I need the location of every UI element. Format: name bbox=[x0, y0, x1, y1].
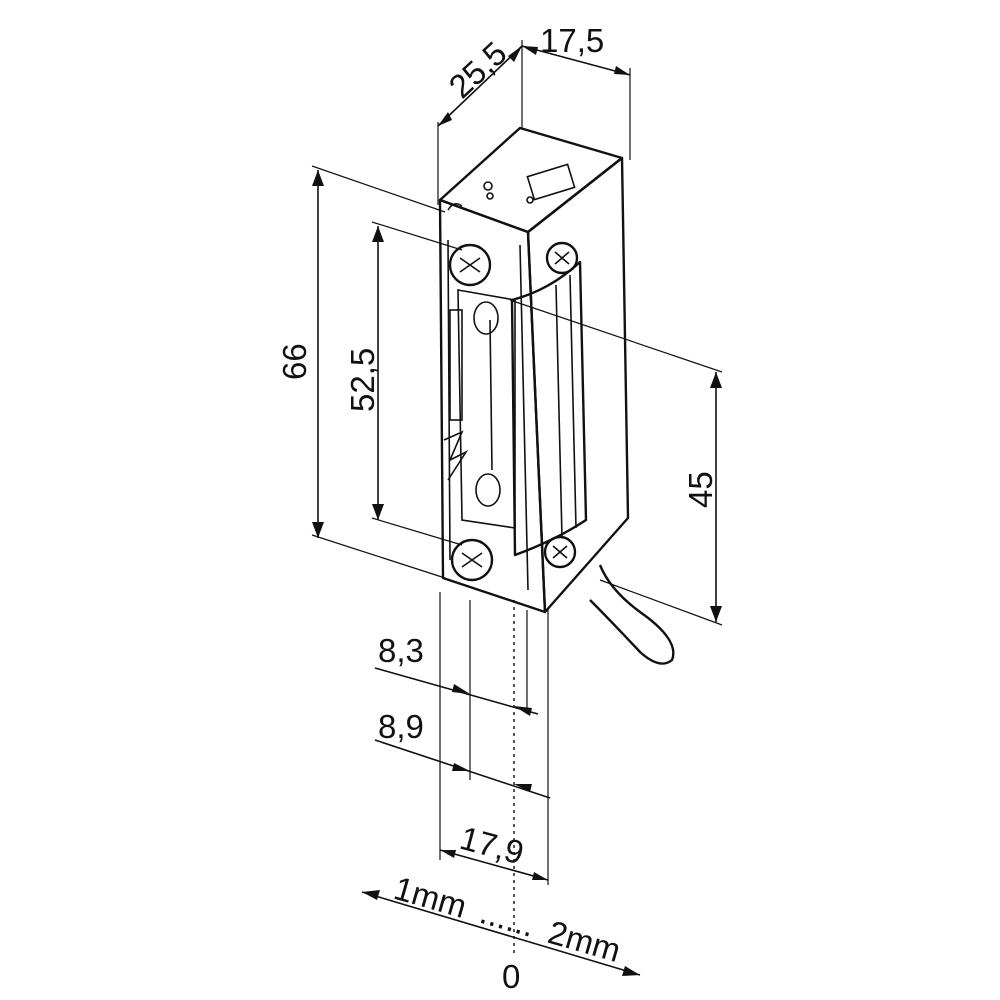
inner-cavity bbox=[457, 289, 516, 529]
top-slot bbox=[526, 163, 576, 201]
dimension-total-height: 66 bbox=[276, 165, 446, 579]
adjustment-range: 1mm ...... 2mm 0 bbox=[361, 869, 641, 995]
latch-edge-1 bbox=[569, 274, 577, 529]
front-width-label: 17,9 bbox=[456, 819, 528, 871]
dimension-latch-height: 45 bbox=[509, 299, 723, 626]
total-height-label: 66 bbox=[276, 343, 313, 380]
top-hole-1 bbox=[483, 181, 493, 191]
top-hole-2 bbox=[486, 192, 494, 200]
adjustment-zero-label: 0 bbox=[502, 958, 520, 995]
roller-bottom bbox=[475, 473, 501, 507]
width-top-label: 17,5 bbox=[540, 22, 604, 59]
screw-top-right bbox=[545, 241, 579, 275]
dimension-offset-b: 8,9 bbox=[374, 708, 551, 799]
spring bbox=[443, 430, 469, 481]
front-face bbox=[438, 198, 547, 614]
adjustment-left-label: 1mm bbox=[390, 869, 471, 925]
cable bbox=[589, 564, 675, 665]
screw-bottom-left bbox=[450, 538, 494, 582]
dimension-inner-height: 52,5 bbox=[344, 221, 463, 546]
top-notch bbox=[447, 202, 463, 211]
adjustment-right-label: 2mm bbox=[544, 913, 625, 969]
screw-top-left bbox=[448, 243, 492, 287]
latch-height-label: 45 bbox=[682, 471, 719, 508]
latch-edge-2 bbox=[555, 284, 563, 539]
dimension-depth-top: 25,5 bbox=[437, 34, 523, 205]
door-strike-body bbox=[438, 126, 675, 665]
latch-tongue bbox=[510, 260, 588, 557]
screw-bottom-right bbox=[543, 535, 577, 569]
inner-height-label: 52,5 bbox=[344, 348, 381, 412]
top-hole-3 bbox=[526, 196, 534, 204]
front-rail-left bbox=[447, 239, 451, 561]
dimension-front-width: 17,9 bbox=[439, 819, 549, 881]
dimension-width-top: 17,5 bbox=[521, 22, 631, 160]
offset-a-label: 8,3 bbox=[378, 632, 424, 669]
front-rail-right bbox=[519, 244, 529, 591]
side-plate bbox=[449, 309, 463, 421]
roller-top bbox=[473, 301, 499, 335]
dimension-offset-a: 8,3 bbox=[374, 632, 539, 716]
depth-top-label: 25,5 bbox=[442, 34, 514, 105]
offset-b-label: 8,9 bbox=[378, 708, 424, 745]
bottom-extension-lines bbox=[439, 592, 549, 955]
inner-pin bbox=[489, 319, 493, 471]
adjustment-separator: ...... bbox=[476, 893, 539, 944]
